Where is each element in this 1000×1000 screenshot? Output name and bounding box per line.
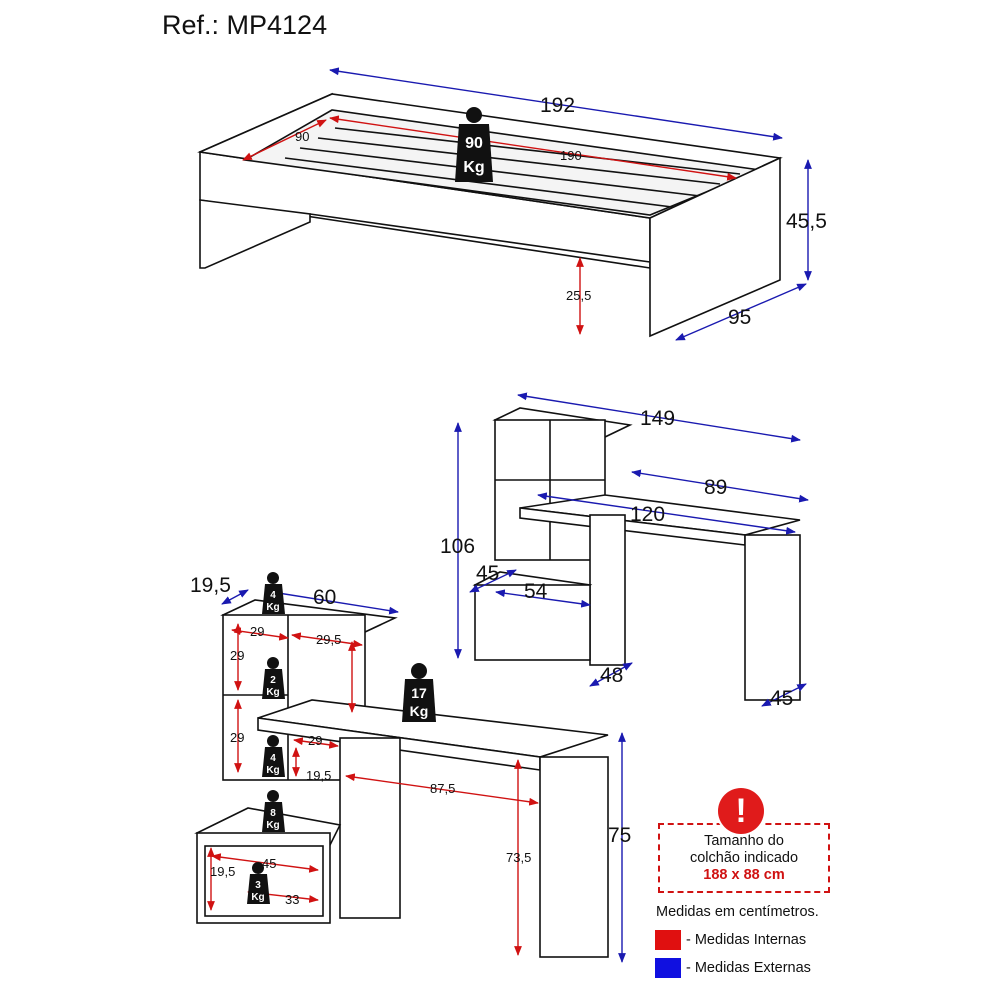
units-caption: Medidas em centímetros. bbox=[656, 904, 819, 920]
label-desk-top-depth: 89 bbox=[704, 476, 727, 499]
legend-internal-label: - Medidas Internas bbox=[686, 931, 807, 948]
weight-icon: 17 Kg bbox=[402, 663, 436, 722]
label-desk-side: 45 bbox=[476, 562, 499, 585]
label-bed-clearance: 25,5 bbox=[566, 288, 591, 303]
svg-text:90: 90 bbox=[465, 135, 483, 152]
label-shelf-width: 60 bbox=[313, 586, 336, 609]
svg-text:Kg: Kg bbox=[266, 602, 279, 613]
note-size: 188 x 88 cm bbox=[703, 867, 785, 883]
dim-desk-drawer bbox=[495, 589, 591, 608]
label-d3: 33 bbox=[285, 892, 299, 907]
weight-icon: 2 Kg bbox=[262, 657, 285, 699]
dim-desk-top-length bbox=[537, 492, 796, 535]
svg-text:Kg: Kg bbox=[266, 765, 279, 776]
label-c5: 29 bbox=[308, 733, 322, 748]
dim-desk-width bbox=[517, 392, 801, 443]
reference-title: Ref.: MP4124 bbox=[162, 10, 328, 40]
label-desk-bottom-height: 75 bbox=[608, 824, 631, 847]
svg-text:17: 17 bbox=[411, 685, 427, 701]
dim-desk-side bbox=[469, 569, 517, 593]
legend-internal-swatch bbox=[655, 930, 681, 950]
desk-top-drawing bbox=[472, 407, 801, 701]
label-c2: 29,5 bbox=[316, 632, 341, 647]
legend-external-label: - Medidas Externas bbox=[686, 959, 811, 976]
bed-drawing bbox=[197, 92, 783, 338]
label-desk-height: 106 bbox=[440, 535, 475, 558]
label-bed-inner-length: 190 bbox=[560, 148, 582, 163]
note-line2: colchão indicado bbox=[689, 850, 799, 866]
label-c6: 19,5 bbox=[306, 768, 331, 783]
dim-shelf-width bbox=[271, 589, 399, 615]
svg-text:8: 8 bbox=[270, 808, 276, 819]
svg-text:Kg: Kg bbox=[463, 159, 484, 176]
warning-icon: ! bbox=[718, 788, 764, 834]
label-c3: 29 bbox=[230, 648, 244, 663]
weight-icon: 3 Kg bbox=[247, 862, 270, 904]
legend-external: - Medidas Externas bbox=[655, 958, 811, 978]
svg-text:Kg: Kg bbox=[251, 892, 264, 903]
dim-desk-leg-depth bbox=[761, 683, 807, 707]
label-bed-width: 95 bbox=[728, 306, 751, 329]
svg-text:Kg: Kg bbox=[410, 703, 429, 719]
dim-desk-drawer-depth bbox=[589, 662, 633, 687]
label-c1: 29 bbox=[250, 624, 264, 639]
label-c4: 29 bbox=[230, 730, 244, 745]
label-desk-top-length: 120 bbox=[630, 503, 665, 526]
svg-text:2: 2 bbox=[270, 675, 276, 686]
label-desk-drawer-depth: 48 bbox=[600, 664, 623, 687]
legend-internal: - Medidas Internas bbox=[655, 930, 806, 950]
label-desk-width: 149 bbox=[640, 407, 675, 430]
label-desk-drawer: 54 bbox=[524, 580, 548, 603]
svg-text:4: 4 bbox=[270, 753, 276, 764]
svg-text:3: 3 bbox=[255, 880, 261, 891]
legend-external-swatch bbox=[655, 958, 681, 978]
bed-dimensions bbox=[242, 67, 812, 341]
label-d1: 19,5 bbox=[210, 864, 235, 879]
label-bed-height: 45,5 bbox=[786, 210, 827, 233]
svg-text:4: 4 bbox=[270, 590, 276, 601]
weight-icon: 8 Kg bbox=[262, 790, 285, 832]
dim-shelf-depth bbox=[221, 589, 249, 605]
weight-icon: 90 Kg bbox=[455, 107, 493, 182]
label-d2: 45 bbox=[262, 856, 276, 871]
label-shelf-depth: 19,5 bbox=[190, 574, 231, 597]
dim-bed-width bbox=[675, 283, 807, 341]
label-leg-gap: 87,5 bbox=[430, 781, 455, 796]
desk-top-dimensions bbox=[454, 392, 809, 707]
dim-bed-inner-width bbox=[242, 119, 327, 161]
bed-front-leg bbox=[199, 199, 311, 269]
dim-bed-inner-length bbox=[329, 115, 737, 181]
note-line1: Tamanho do bbox=[704, 833, 784, 849]
desk-bottom-dimensions bbox=[207, 589, 626, 963]
svg-text:Kg: Kg bbox=[266, 687, 279, 698]
svg-text:Kg: Kg bbox=[266, 820, 279, 831]
label-bed-inner-width: 90 bbox=[295, 129, 309, 144]
label-knee: 73,5 bbox=[506, 850, 531, 865]
label-bed-length: 192 bbox=[540, 94, 575, 117]
weight-icon: 4 Kg bbox=[262, 572, 285, 614]
weight-icon: 4 Kg bbox=[262, 735, 285, 777]
label-desk-leg-depth: 45 bbox=[770, 687, 793, 710]
